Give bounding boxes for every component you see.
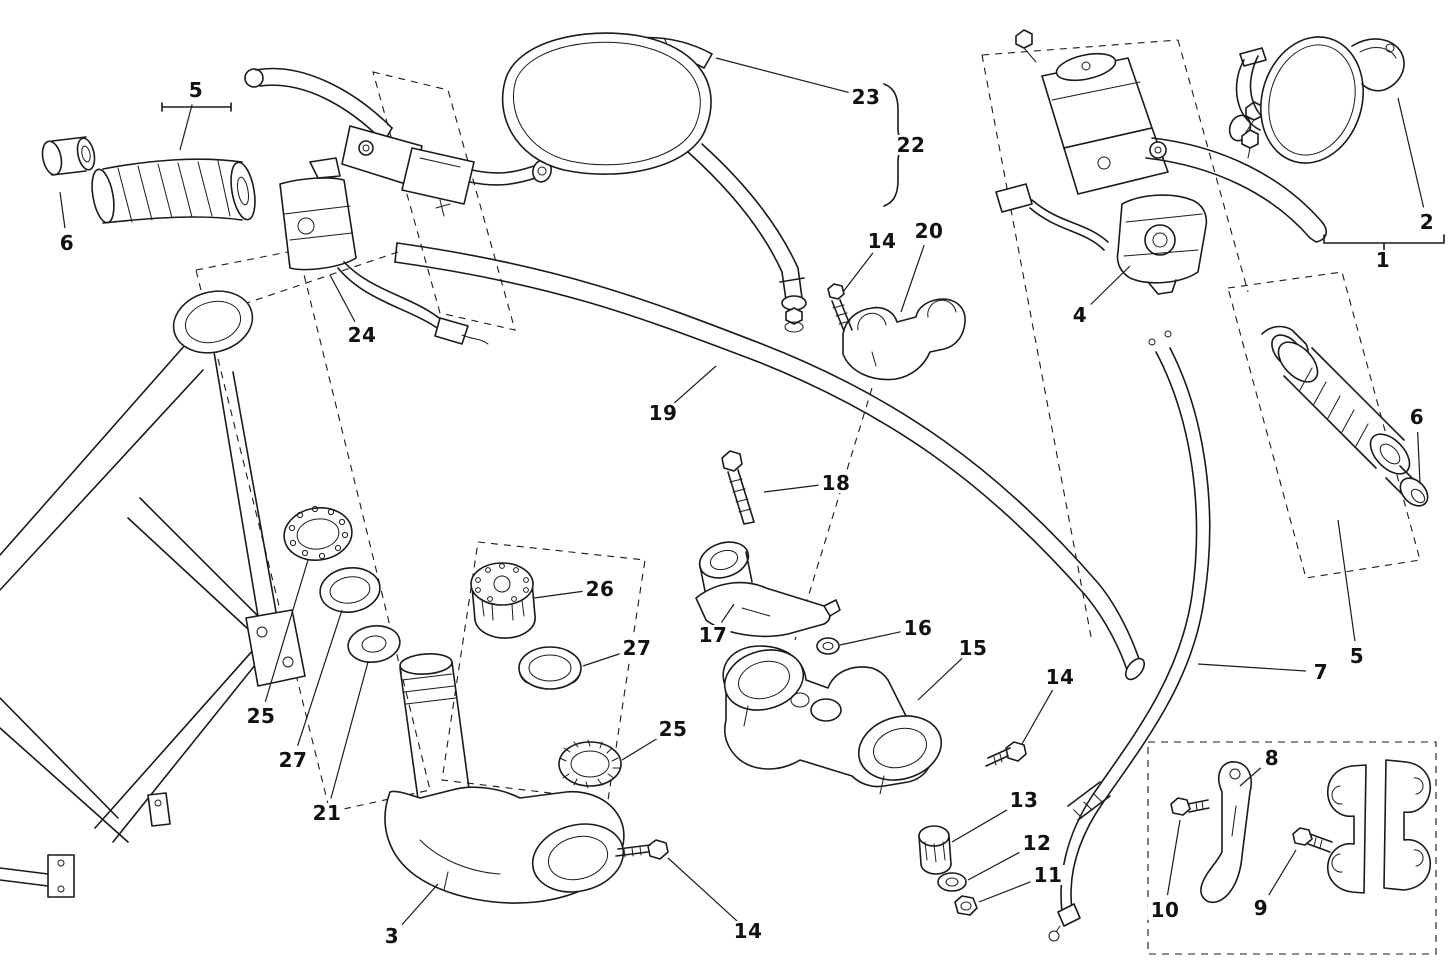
leader-line-9 — [1268, 849, 1297, 896]
brake-switch-connector — [995, 183, 1033, 213]
clamp-half-left — [1327, 764, 1367, 894]
detail-box-border — [1147, 741, 1437, 955]
mirror-clip — [1351, 38, 1405, 92]
grip-ribs — [117, 160, 231, 223]
bolt-14-lower — [615, 839, 669, 860]
throttle-grip-ribs — [1299, 367, 1369, 447]
bar-end-left — [41, 140, 63, 176]
leader-line-15 — [917, 657, 963, 701]
leader-line-19 — [673, 365, 717, 404]
stem-nut-stack-11-12-13 — [918, 825, 978, 916]
leader-line-8 — [1239, 767, 1262, 787]
steering-nut-stack — [470, 562, 622, 789]
switch-wire — [343, 261, 445, 323]
bar-end-right — [1399, 477, 1429, 507]
frame-bracket — [245, 609, 306, 687]
leader-line-23 — [715, 57, 852, 94]
leader-lines — [59, 57, 1425, 926]
steering-head-tube — [172, 290, 254, 354]
mirror-glass — [501, 32, 712, 175]
seal-27-left — [319, 567, 381, 613]
leader-line-21 — [330, 661, 369, 799]
left-bearing-stack — [283, 505, 401, 663]
handlebar-riser-clamp — [827, 283, 966, 381]
leader-line-2 — [1397, 97, 1425, 208]
clamp-bolt — [827, 283, 845, 300]
banjo-bolt — [1015, 29, 1033, 49]
bearing-25 — [558, 741, 622, 787]
bracket-8 — [1200, 761, 1252, 904]
construction-lines — [195, 39, 1437, 955]
right-fork-boss — [857, 715, 943, 781]
leader-line-27 — [582, 652, 623, 667]
leader-line-13 — [951, 807, 1012, 843]
washer-16 — [816, 637, 840, 655]
lower-triple-clamp — [384, 653, 625, 904]
clutch-lever-assembly — [244, 67, 552, 217]
leader-line-20 — [900, 244, 925, 313]
clamp-half-right — [1383, 759, 1431, 891]
stem-nut — [785, 307, 803, 325]
leader-line-7 — [1197, 663, 1307, 672]
right-switch-unit — [1116, 194, 1208, 295]
clamp-detail-parts — [1170, 759, 1431, 904]
bolt-18 — [721, 450, 755, 525]
leader-line-18 — [763, 484, 822, 493]
bracket-1 — [1323, 234, 1445, 253]
frame — [0, 290, 306, 898]
left-grip — [41, 136, 256, 224]
leader-line-12 — [967, 849, 1025, 881]
leader-line-3 — [401, 883, 439, 926]
leader-line-14 — [1021, 689, 1054, 745]
wire-connector — [434, 317, 469, 345]
right-mirror — [1235, 36, 1405, 164]
bolt-10 — [1170, 797, 1191, 816]
left-mirror — [501, 32, 807, 333]
ignition-switch-mount — [695, 541, 841, 655]
mirror-stem — [687, 151, 783, 273]
leader-line-25 — [621, 736, 661, 761]
brake-lever — [1151, 137, 1323, 223]
leader-line-26 — [533, 590, 586, 599]
leader-line-6 — [59, 191, 66, 229]
leader-line-11 — [978, 879, 1035, 903]
leader-line-17 — [720, 603, 735, 623]
lever-ball-end — [244, 68, 264, 88]
leader-line-10 — [1166, 819, 1181, 896]
leader-line-24 — [329, 274, 356, 323]
leader-line-5 — [179, 104, 193, 151]
bearing-25-left — [283, 507, 353, 561]
leader-line-16 — [839, 630, 904, 646]
bolt-9 — [1292, 827, 1313, 846]
mirror-glass-right — [1260, 36, 1364, 164]
leader-line-6 — [1417, 431, 1421, 485]
spacer-13 — [918, 825, 950, 847]
mirror-arm — [1235, 59, 1261, 131]
steering-head-nut — [470, 562, 534, 606]
leader-line-5 — [1337, 519, 1356, 642]
leader-line-14 — [842, 252, 874, 293]
washer-21 — [347, 625, 401, 663]
bolt-14-upper-clamp — [985, 741, 1027, 767]
leader-line-4 — [1090, 265, 1131, 305]
leader-line-25 — [264, 559, 309, 702]
seal-27 — [518, 646, 582, 690]
leader-line-27 — [297, 609, 343, 746]
brake-master-cylinder — [995, 29, 1328, 251]
bracket-5 — [161, 102, 232, 112]
upper-triple-clamp — [722, 645, 943, 795]
left-switch-unit — [279, 157, 489, 345]
bracket-22 — [883, 83, 910, 207]
washer-12 — [937, 872, 967, 892]
clutch-master-cylinder — [401, 147, 475, 205]
nut-11 — [954, 895, 978, 916]
handlebar — [394, 242, 1146, 681]
throttle-grip — [1261, 325, 1429, 507]
throttle-cables — [1048, 330, 1211, 942]
leader-line-14 — [667, 857, 738, 922]
